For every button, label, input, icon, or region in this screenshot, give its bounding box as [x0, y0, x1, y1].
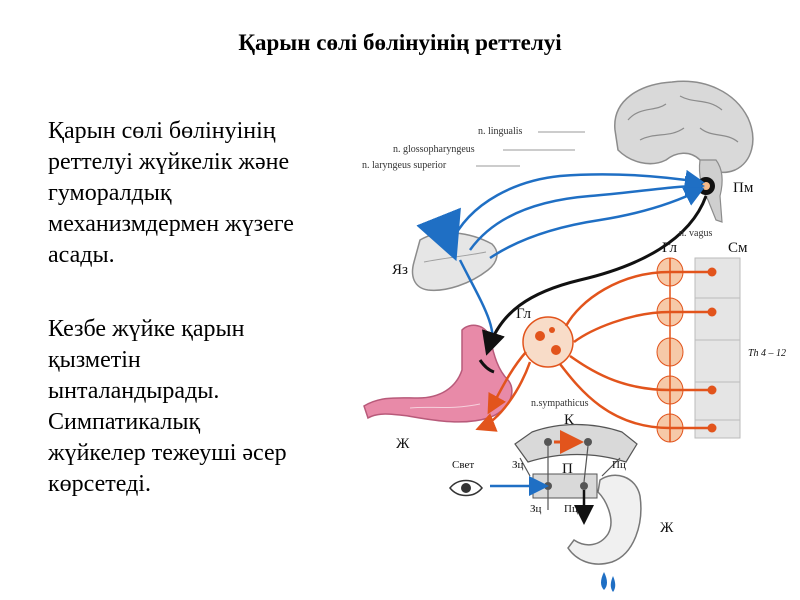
label-zh-left: Ж	[396, 436, 410, 452]
sympathetic-nerves	[475, 270, 712, 432]
label-pm: Пм	[733, 180, 754, 196]
label-pts-bottom: Пц	[564, 503, 578, 515]
paragraph-line: гуморалдық	[48, 180, 172, 206]
paragraph-regulation: Қарын сөлі бөлінуінің реттелуі жүйкелік …	[48, 116, 378, 271]
paragraph-line: қызметін	[48, 347, 141, 373]
celiac-ganglion	[522, 316, 574, 368]
tongue-illustration	[411, 232, 498, 292]
paragraph-line: жүйкелер тежеуші әсер	[48, 440, 287, 466]
label-n-lingualis: n. lingualis	[478, 126, 523, 137]
paragraph-line: Қарын сөлі бөлінуінің	[48, 118, 276, 144]
small-stomach-illustration	[567, 474, 642, 592]
page-title: Қарын сөлі бөлінуінің реттелуі	[238, 30, 562, 55]
paragraph-line: асады.	[48, 242, 115, 268]
label-th: Th 4 – 12	[748, 348, 786, 359]
label-svet: Свет	[452, 459, 474, 471]
label-n-glossopharyngeus: n. glossopharyngeus	[393, 144, 475, 155]
label-sm: См	[728, 240, 748, 256]
paragraph-nerves: Кезбе жүйке қарын қызметін ынталандырады…	[48, 314, 378, 500]
gastric-regulation-diagram: n. lingualis n. glossopharyngeus n. lary…	[362, 80, 786, 592]
sympathetic-chain	[656, 257, 684, 443]
paragraph-line: реттелуі жүйкелік және	[48, 149, 290, 175]
stomach-illustration	[363, 324, 513, 423]
label-pts-right: Пц	[612, 459, 626, 471]
reflex-schematic	[490, 423, 638, 525]
label-zh-right: Ж	[660, 520, 674, 536]
label-n-laryngeus: n. laryngeus superior	[362, 160, 447, 171]
paragraph-line: ынталандырады.	[48, 378, 220, 404]
paragraph-line: Симпатикалық	[48, 409, 201, 435]
organ-labels: Пм См Гл Гл Яз Ж Ж К П Зц Пц Зц Пц Свет …	[392, 180, 786, 536]
paragraph-line: Кезбе жүйке қарын	[48, 316, 245, 342]
label-n-vagus: n. vagus	[679, 228, 712, 239]
nerve-labels: n. lingualis n. glossopharyngeus n. lary…	[362, 126, 712, 409]
label-gl-mid: Гл	[516, 306, 532, 322]
eye-icon	[449, 479, 483, 497]
label-k: К	[564, 412, 575, 428]
label-p: П	[562, 461, 573, 477]
label-zts-bottom: Зц	[530, 503, 542, 515]
vagus-nerve	[481, 195, 708, 356]
spinal-column	[694, 257, 741, 439]
paragraph-line: көрсетеді.	[48, 471, 151, 497]
label-zts-left: Зц	[512, 459, 524, 471]
paragraph-line: механизмдермен жүзеге	[48, 211, 294, 237]
label-yaz: Яз	[392, 262, 408, 278]
label-n-sympathicus: n.sympathicus	[531, 398, 589, 409]
label-gl-top: Гл	[662, 240, 678, 256]
brain-illustration	[614, 80, 754, 223]
